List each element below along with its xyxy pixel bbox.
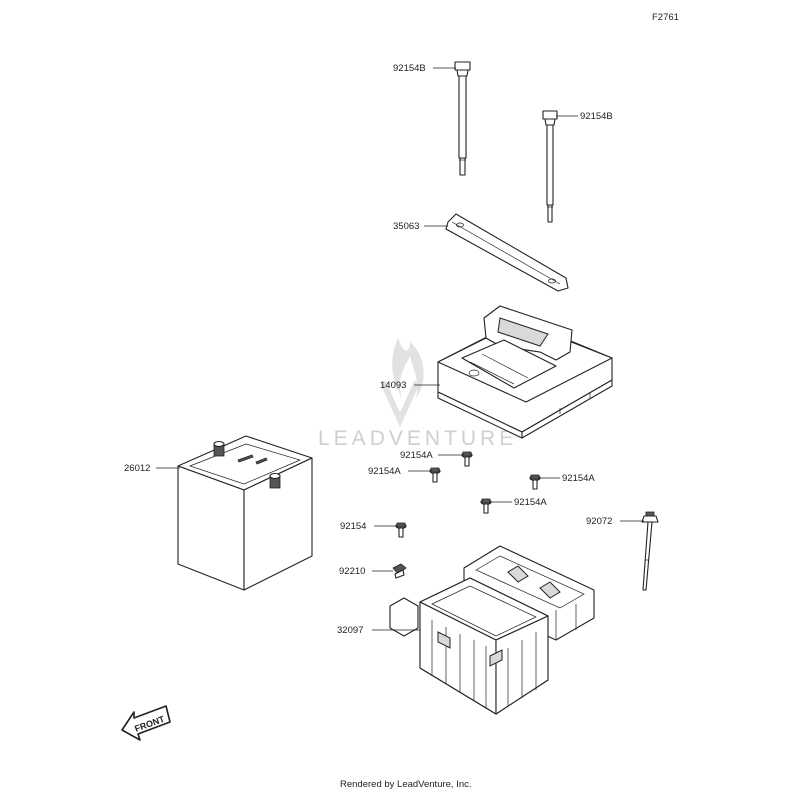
watermark-text: LEADVENTURE [318,427,517,450]
label-92210: 92210 [339,566,365,577]
label-32097: 32097 [337,625,363,636]
footer-credit: Rendered by LeadVenture, Inc. [340,779,472,790]
callout-92072: 92072 [586,516,644,527]
callout-92154a-4: 92154A [491,497,547,508]
callout-92210: 92210 [339,566,393,577]
bolt-92154a-4 [480,498,492,514]
callout-92154: 92154 [340,521,396,532]
callout-35063: 35063 [393,221,448,232]
label-92154: 92154 [340,521,366,532]
bolt-92154a-2 [429,467,441,483]
callout-92154a-2: 92154A [368,466,430,477]
bolt-92154a-1 [461,451,473,467]
front-arrow-icon: FRONT [121,705,171,741]
battery-case [389,545,595,715]
callout-92154b-left: 92154B [393,63,456,74]
callout-92154a-1: 92154A [400,450,462,461]
label-35063: 35063 [393,221,419,232]
rod-92072 [641,511,659,591]
bracket-strap [445,213,569,292]
long-bolt-left [454,61,471,176]
label-92154b-left: 92154B [393,63,426,74]
clip-92210 [392,563,407,579]
callout-92154a-3: 92154A [540,473,595,484]
figure-id: F2761 [652,12,679,23]
label-92154a-1: 92154A [400,450,433,461]
long-bolt-right [542,110,558,223]
label-26012: 26012 [124,463,150,474]
bolt-92154 [395,522,407,538]
callout-26012: 26012 [124,463,180,474]
label-92154a-4: 92154A [514,497,547,508]
bolt-92154a-3 [529,474,541,490]
label-92154a-3: 92154A [562,473,595,484]
callout-14093: 14093 [380,380,440,391]
battery-cover [437,305,613,439]
callout-92154b-right: 92154B [556,111,613,122]
label-14093: 14093 [380,380,406,391]
callout-32097: 32097 [337,625,420,636]
label-92072: 92072 [586,516,612,527]
label-92154b-right: 92154B [580,111,613,122]
leadventure-watermark: LEADVENTURE [318,338,517,450]
battery [177,435,313,591]
label-92154a-2: 92154A [368,466,401,477]
